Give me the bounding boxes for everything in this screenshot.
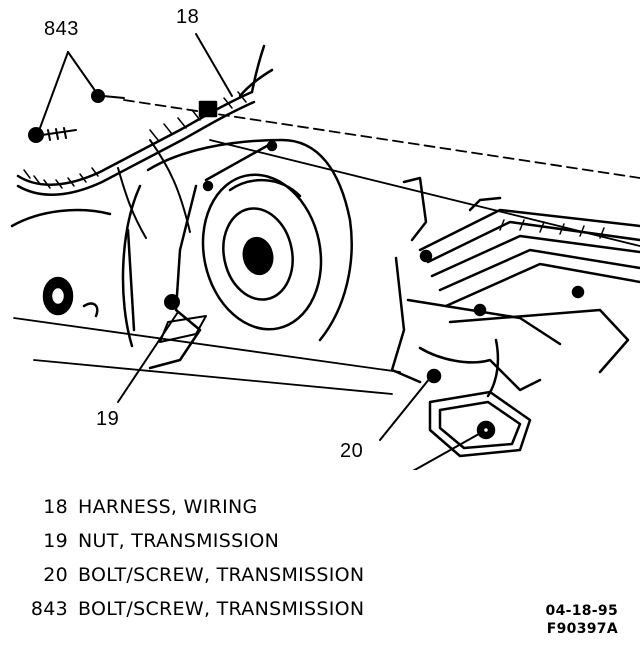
bracket-20 [418,338,542,458]
legend-part-description: HARNESS, WIRING [78,496,258,518]
leader-lines [39,33,487,470]
nut-19 [159,294,207,343]
transmission-illustration [10,33,640,470]
date-stamp: 04-18-95 [545,603,618,619]
torque-converter [201,173,323,331]
leader-20-b [412,429,487,470]
legend-row: 843 BOLT/SCREW, TRANSMISSION [0,594,470,628]
leader-843-a [39,51,69,129]
legend-row: 19 NUT, TRANSMISSION [0,526,470,560]
callout-20: 20 [340,440,364,462]
leader-843-b [67,51,97,93]
parts-legend: 18 HARNESS, WIRING 19 NUT, TRANSMISSION … [0,492,470,628]
callout-18: 18 [176,6,200,28]
legend-row: 20 BOLT/SCREW, TRANSMISSION [0,560,470,594]
legend-part-description: BOLT/SCREW, TRANSMISSION [78,564,365,586]
reference-lines [13,99,640,395]
leader-20 [379,377,431,441]
callout-843: 843 [44,18,79,40]
callout-19: 19 [96,408,120,430]
legend-row: 18 HARNESS, WIRING [0,492,470,526]
legend-part-number: 18 [43,496,68,518]
figure-id: F90397A [546,621,618,637]
legend-part-description: NUT, TRANSMISSION [78,530,280,552]
leader-19 [117,311,179,403]
legend-part-number: 843 [30,598,68,620]
bellhousing [121,138,353,370]
legend-part-number: 20 [43,564,68,586]
transmission-case [10,208,136,332]
bolt-843-left [28,127,77,143]
legend-part-number: 19 [43,530,68,552]
bolt-843-top [91,89,125,103]
legend-part-description: BOLT/SCREW, TRANSMISSION [78,598,365,620]
engine-block [390,176,640,384]
leader-18 [195,33,233,97]
